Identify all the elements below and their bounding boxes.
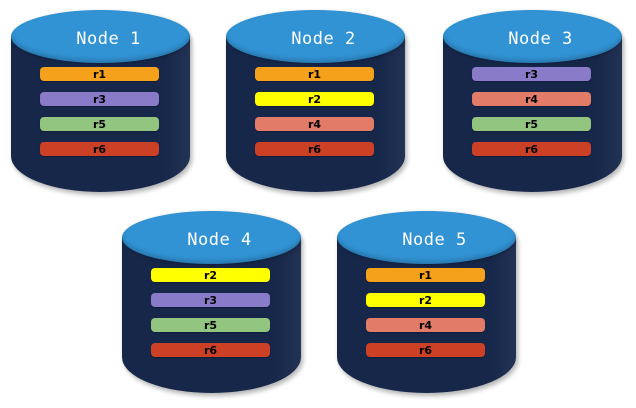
replica-bar[interactable]: r1 xyxy=(366,268,485,282)
replica-bar[interactable]: r6 xyxy=(40,142,159,156)
replica-bar[interactable]: r4 xyxy=(366,318,485,332)
node-2-replica-list: r1 r2 r4 r6 xyxy=(255,67,374,156)
replica-bar[interactable]: r6 xyxy=(151,343,270,357)
replica-label: r6 xyxy=(92,142,107,156)
replica-label: r1 xyxy=(307,67,322,81)
node-3-label: Node 3 xyxy=(508,29,573,49)
node-1-label: Node 1 xyxy=(76,29,141,49)
node-2-cylinder-body xyxy=(226,36,405,192)
replica-bar[interactable]: r5 xyxy=(40,117,159,131)
replica-label: r1 xyxy=(92,67,107,81)
replica-label: r3 xyxy=(203,293,218,307)
replica-bar[interactable]: r4 xyxy=(255,117,374,131)
replica-label: r6 xyxy=(307,142,322,156)
node-3[interactable]: Node 3 r3 r4 r5 r6 xyxy=(443,10,622,192)
node-3-cylinder-top: Node 3 xyxy=(443,10,622,63)
node-2-cylinder-top: Node 2 xyxy=(226,10,405,63)
replica-label: r3 xyxy=(524,67,539,81)
replica-bar[interactable]: r3 xyxy=(472,67,591,81)
replica-label: r3 xyxy=(92,92,107,106)
replica-label: r2 xyxy=(307,92,322,106)
node-4-replica-list: r2 r3 r5 r6 xyxy=(151,268,270,357)
node-2[interactable]: Node 2 r1 r2 r4 r6 xyxy=(226,10,405,192)
replica-label: r4 xyxy=(307,117,322,131)
replica-bar[interactable]: r2 xyxy=(255,92,374,106)
replica-label: r6 xyxy=(524,142,539,156)
replica-bar[interactable]: r3 xyxy=(151,293,270,307)
replica-label: r5 xyxy=(203,318,218,332)
node-2-label: Node 2 xyxy=(291,29,356,49)
replica-bar[interactable]: r2 xyxy=(366,293,485,307)
node-4-cylinder-body xyxy=(122,237,301,393)
node-1-cylinder-top: Node 1 xyxy=(11,10,190,63)
replica-bar[interactable]: r5 xyxy=(151,318,270,332)
node-4[interactable]: Node 4 r2 r3 r5 r6 xyxy=(122,211,301,393)
node-5-replica-list: r1 r2 r4 r6 xyxy=(366,268,485,357)
replica-label: r6 xyxy=(203,343,218,357)
node-5[interactable]: Node 5 r1 r2 r4 r6 xyxy=(337,211,516,393)
replica-bar[interactable]: r1 xyxy=(40,67,159,81)
replica-label: r6 xyxy=(418,343,433,357)
replica-label: r5 xyxy=(92,117,107,131)
replica-bar[interactable]: r6 xyxy=(255,142,374,156)
replica-bar[interactable]: r4 xyxy=(472,92,591,106)
replica-bar[interactable]: r2 xyxy=(151,268,270,282)
node-1-replica-list: r1 r3 r5 r6 xyxy=(40,67,159,156)
node-4-label: Node 4 xyxy=(187,230,252,250)
replica-bar[interactable]: r3 xyxy=(40,92,159,106)
replica-label: r4 xyxy=(418,318,433,332)
node-1[interactable]: Node 1 r1 r3 r5 r6 xyxy=(11,10,190,192)
replica-label: r4 xyxy=(524,92,539,106)
replica-bar[interactable]: r5 xyxy=(472,117,591,131)
node-4-cylinder-top: Node 4 xyxy=(122,211,301,264)
node-5-label: Node 5 xyxy=(402,230,467,250)
replica-label: r2 xyxy=(418,293,433,307)
replica-label: r2 xyxy=(203,268,218,282)
replica-label: r1 xyxy=(418,268,433,282)
node-3-replica-list: r3 r4 r5 r6 xyxy=(472,67,591,156)
replica-bar[interactable]: r6 xyxy=(366,343,485,357)
replica-label: r5 xyxy=(524,117,539,131)
replica-bar[interactable]: r1 xyxy=(255,67,374,81)
node-5-cylinder-top: Node 5 xyxy=(337,211,516,264)
replica-bar[interactable]: r6 xyxy=(472,142,591,156)
